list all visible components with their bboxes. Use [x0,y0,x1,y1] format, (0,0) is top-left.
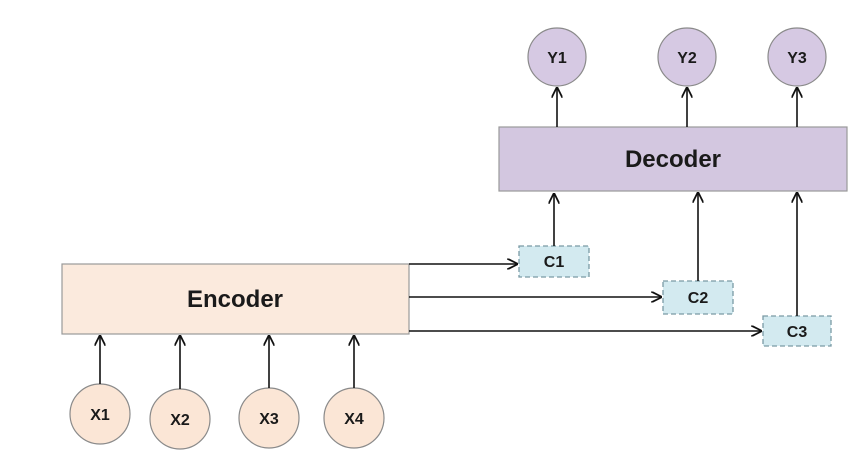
output-nodes: Y1 Y2 Y3 [527,27,827,87]
output-label-y3: Y3 [787,50,807,67]
context-node-c1 [518,245,590,278]
context-nodes: C1 C2 C3 [518,245,832,347]
encoder-label: Encoder [187,286,283,313]
context-node-c2 [662,280,734,315]
output-label-y2: Y2 [677,50,697,67]
encoder-block [61,263,410,335]
input-nodes: X1 X2 X3 X4 [69,383,385,450]
context-to-decoder-arrows [554,193,797,316]
input-label-x4: X4 [344,411,364,428]
output-node-y3 [767,27,827,87]
decoder-to-output-arrows [557,88,797,127]
input-label-x1: X1 [90,407,110,424]
output-node-y1 [527,27,587,87]
output-node-y2 [657,27,717,87]
decoder-label: Decoder [625,146,721,173]
output-label-y1: Y1 [547,50,567,67]
context-label-c1: C1 [544,254,565,271]
context-label-c3: C3 [787,324,808,341]
decoder-block [498,126,848,192]
encoder-to-context-arrows [409,264,761,331]
input-label-x2: X2 [170,412,190,429]
input-arrows [100,336,354,389]
input-label-x3: X3 [259,411,279,428]
context-label-c2: C2 [688,290,709,307]
